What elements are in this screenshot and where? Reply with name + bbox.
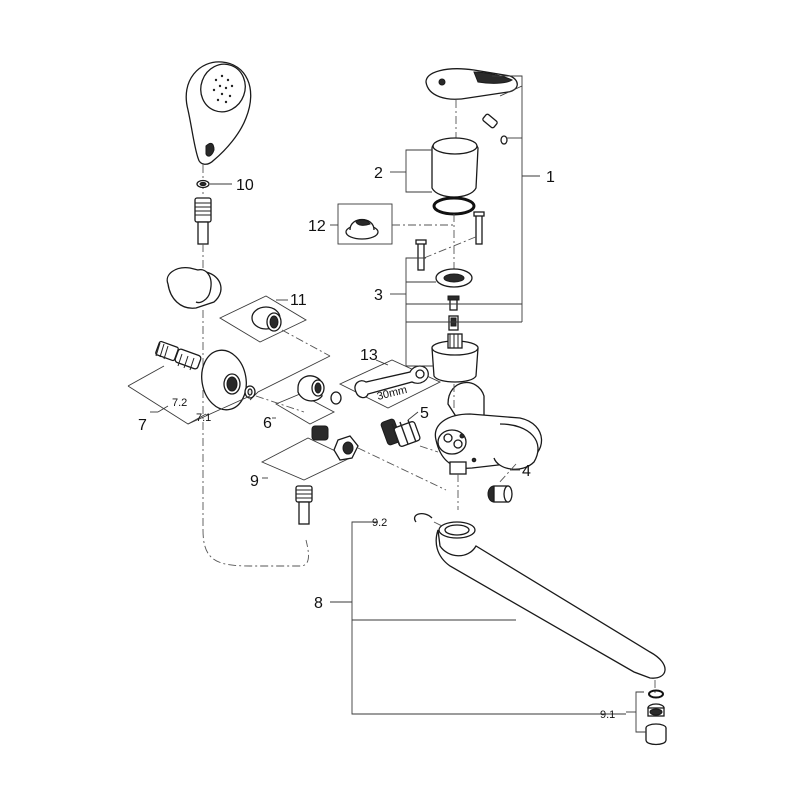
wall-outlet-11 — [251, 306, 282, 332]
cap-12 — [345, 218, 379, 240]
shower-nozzles — [212, 74, 234, 104]
callout-7-1: 7.1 — [196, 412, 211, 424]
callout-7: 7 — [138, 417, 147, 434]
o-ring-2 — [432, 196, 476, 216]
callout-box-6 — [274, 393, 335, 425]
callout-box-12 — [337, 203, 393, 245]
callout-9-2: 9.2 — [372, 517, 387, 529]
aerator-housing — [645, 723, 667, 746]
bonnet-ring — [435, 268, 473, 288]
small-screw — [447, 295, 460, 311]
hand-shower — [185, 61, 252, 165]
wall-holder — [166, 267, 222, 309]
hose-fitting-bottom — [295, 485, 313, 525]
callout-7-2: 7.2 — [172, 397, 187, 409]
callout-box-11 — [219, 295, 307, 343]
callout-13: 13 — [360, 347, 378, 364]
callout-6: 6 — [263, 415, 272, 432]
screw-short — [415, 239, 427, 271]
screw-long — [473, 211, 485, 245]
spout-clip-9-2 — [413, 512, 433, 523]
cartridge — [431, 333, 479, 383]
callout-10: 10 — [236, 177, 254, 194]
callout-9: 8 — [314, 595, 323, 612]
callout-5: 5 — [420, 405, 429, 422]
callout-1: 1 — [546, 169, 555, 186]
washer-6 — [330, 391, 342, 405]
elbow-6 — [297, 375, 325, 402]
cover-cap-2 — [431, 137, 479, 198]
callout-4: 4 — [522, 463, 531, 480]
s-union-7-2 — [155, 340, 202, 371]
callout-9-1: 9.1 — [600, 709, 615, 721]
callout-box-13 — [338, 359, 442, 409]
callout-12: 12 — [308, 218, 326, 235]
swivel-spout-9 — [435, 521, 666, 679]
callout-8: 9 — [250, 473, 259, 490]
callout-3: 3 — [374, 287, 383, 304]
callout-2: 2 — [374, 165, 383, 182]
hose-fitting-top — [194, 197, 212, 245]
spindle — [448, 315, 459, 331]
grub-screw — [482, 113, 508, 145]
plug-4 — [487, 485, 513, 503]
mixer-body — [434, 381, 543, 475]
callout-11: 11 — [290, 292, 307, 309]
wrench-13 — [354, 365, 429, 399]
escutcheon-7 — [201, 349, 247, 411]
aerator-insert — [647, 703, 665, 717]
diverter-5 — [380, 418, 421, 447]
aerator-washer — [648, 689, 664, 699]
hose-nut-8 — [311, 425, 359, 461]
